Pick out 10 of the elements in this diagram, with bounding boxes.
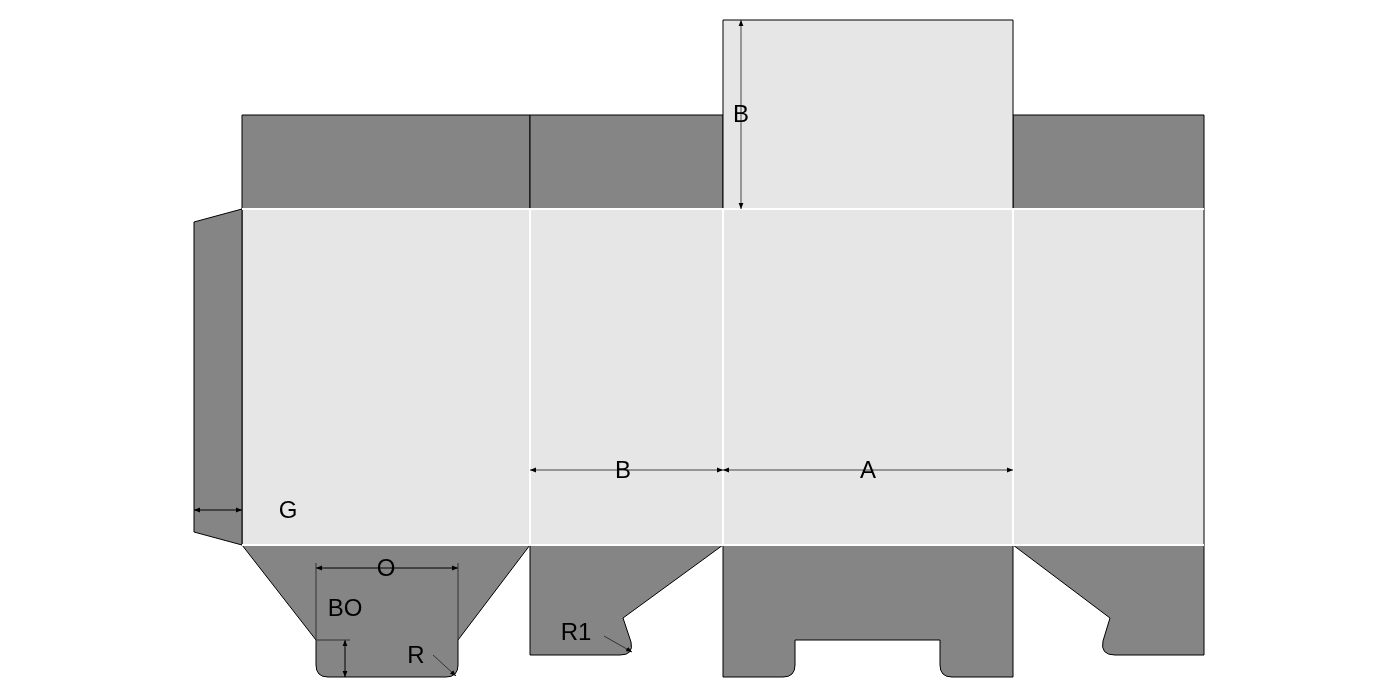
leader-line bbox=[603, 635, 633, 653]
dimension-label: BO bbox=[327, 596, 363, 620]
dimension-label: R1 bbox=[560, 620, 592, 644]
dimension-label: B bbox=[733, 102, 749, 126]
dimension-label: R bbox=[407, 643, 425, 667]
dimension-label: B bbox=[615, 458, 631, 482]
dimension-label: G bbox=[278, 498, 298, 522]
leader-line bbox=[432, 654, 457, 677]
dimension-label: A bbox=[860, 458, 876, 482]
dimension-label: O bbox=[376, 556, 396, 580]
